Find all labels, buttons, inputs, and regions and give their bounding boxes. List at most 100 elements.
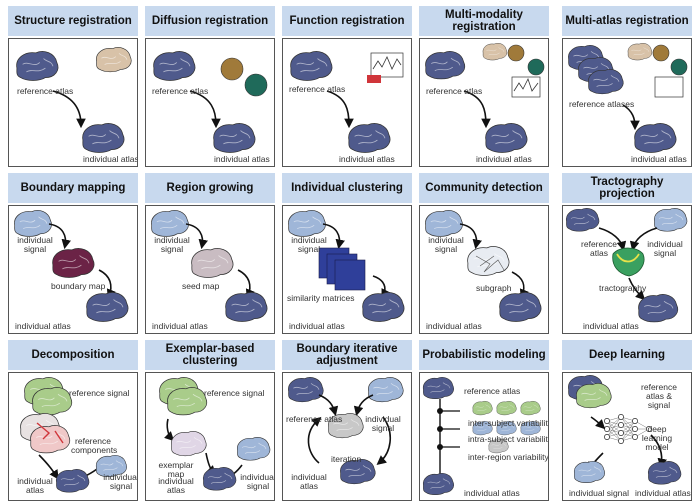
iter-loop-arrow-right (376, 416, 391, 466)
inter-region-brain (488, 439, 509, 454)
panel-title: Exemplar-based clustering (145, 340, 275, 370)
panel-label: individual atlas (152, 321, 208, 331)
individual-atlas-brain (499, 292, 542, 322)
activation-icon (367, 75, 381, 83)
panel-label: reference atlas (289, 84, 346, 94)
panel-label: reference atlas (286, 414, 343, 424)
panel-title: Structure registration (8, 6, 138, 36)
panel-title: Tractography projection (562, 173, 692, 203)
structure-mri-icon (96, 47, 132, 73)
panel-title: Deep learning (562, 340, 692, 370)
panel-label: reference atlas (581, 239, 617, 258)
individual-atlas-brain (362, 292, 405, 322)
panel-title: Probabilistic modeling (419, 340, 549, 370)
tract-sphere-icon (244, 73, 268, 97)
inter-subject-brain-1 (472, 401, 493, 416)
individual-signal-brain (368, 377, 404, 403)
iter-arrow-1 (318, 394, 339, 417)
community-arrow-1 (459, 223, 482, 250)
tract-arrow-2 (629, 227, 658, 252)
panel-label: reference atlases (569, 99, 635, 109)
panel-label: reference components (71, 436, 118, 455)
individual-signal-brain (151, 210, 189, 237)
individual-atlas-brain (213, 123, 256, 153)
clustering-arrow-1 (322, 223, 345, 250)
diffusion-tensor-icon (507, 44, 525, 62)
registration-arrow (52, 90, 86, 129)
panel-5: Multi-atlas registration reference atlase… (562, 6, 692, 167)
individual-signal-brain (573, 461, 605, 483)
individual-atlas-brain (82, 123, 125, 153)
reference-atlas-brain (16, 51, 59, 81)
panel-label: individual atlas (635, 488, 691, 498)
panel-title: Community detection (419, 173, 549, 203)
panel-label: reference atlas (464, 386, 521, 396)
nn-node-0-0 (604, 418, 610, 424)
tract-sphere-icon (670, 58, 688, 76)
individual-atlas-brain (648, 461, 682, 485)
individual-signal-brain (237, 437, 271, 461)
panel-label: individual atlas (476, 154, 532, 164)
panel-label: individual signal (365, 414, 401, 433)
panel-label: individual atlas (83, 154, 138, 164)
panel-label: individual signal (103, 472, 138, 491)
reference-atlas-brain-3 (588, 69, 624, 95)
nn-node-1-0 (618, 414, 624, 420)
timeseries-icon (511, 76, 541, 98)
reference-atlas-brain (566, 208, 600, 232)
decomp-arrow-1 (38, 454, 59, 480)
panel-title: Multi-modality registration (419, 6, 549, 36)
panel-title: Multi-atlas registration (562, 6, 692, 36)
panel-label: reference atlas & signal (641, 382, 677, 410)
panel-label: individual atlas (15, 321, 71, 331)
reference-signal-brain (576, 383, 612, 409)
boundary-map-brain (52, 248, 95, 278)
timeseries-icon (654, 76, 684, 98)
panel-label: individual atlas (291, 472, 327, 491)
panel-label: individual signal (428, 235, 464, 254)
subgraph-edges-2 (479, 255, 495, 267)
iter-loop-arrow-left (307, 416, 322, 464)
individual-atlas-brain (340, 459, 376, 485)
registration-arrow (189, 90, 221, 129)
subgraph-edges-1 (475, 255, 505, 273)
panel-label: intra-subject variability (468, 434, 549, 444)
reference-atlas-brain (288, 377, 324, 403)
panel-label: individual atlas (158, 476, 194, 495)
intra-subject-brain-3 (520, 421, 541, 436)
panel-label: individual atlas (426, 321, 482, 331)
registration-arrow (326, 90, 354, 129)
panel-label: reference atlas (152, 86, 209, 96)
inter-subject-brain-3 (520, 401, 541, 416)
nn-node-1-2 (618, 430, 624, 436)
intra-subject-brain-2 (496, 421, 517, 436)
panel-label: reference signal (204, 388, 265, 398)
individual-signal-brain (14, 210, 52, 237)
panel-label: individual signal (569, 488, 630, 498)
structure-mri-icon (482, 43, 508, 61)
panel-label: individual signal (291, 235, 327, 254)
nn-node-1-3 (618, 438, 624, 444)
nn-node-2-1 (632, 426, 638, 432)
panel-title: Diffusion registration (145, 6, 275, 36)
individual-atlas-brain (56, 469, 90, 493)
tract-arrow-1 (598, 227, 627, 252)
